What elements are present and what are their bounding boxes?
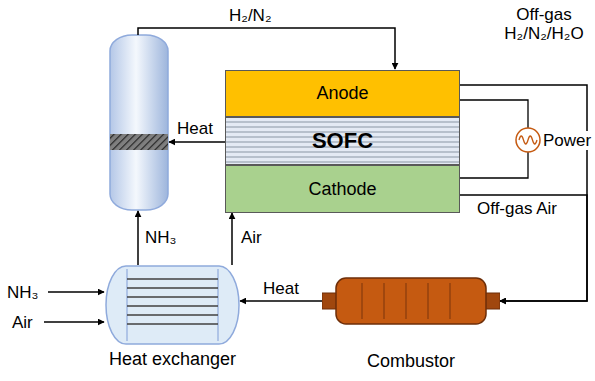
annotation-label: Heat [176,119,214,138]
node-label: Anode [316,83,368,104]
heat-exchanger: Heat exchanger [105,265,240,345]
input-arrow [44,321,104,323]
node-caption: Combustor [262,351,560,372]
load-symbol [516,128,540,152]
flow-connector [231,213,233,265]
electrolyte-layer: SOFC [225,117,460,165]
node-label: SOFC [312,128,373,154]
node-caption: Heat exchanger [45,349,300,370]
annotation-label: Air [11,313,34,332]
combustor: Combustor [322,277,500,325]
cathode-layer: Cathode [225,165,460,213]
flow-connector [240,300,322,302]
gas-line [138,28,395,69]
edge-label: Off-gas H₂/N₂/H₂O [494,5,594,43]
annotation-label: Power [542,131,592,150]
heat-exchanger-outline [105,265,240,345]
edge-label: Air [240,228,263,247]
annotation-label: H₂/N₂ [228,6,272,25]
catalyst-bed [110,134,168,150]
flow-connector [460,85,587,301]
edge-label: Heat [262,279,300,298]
annotation-label: NH₃ [144,228,177,247]
load-symbol-wave [519,136,537,144]
node-label: Cathode [308,179,376,200]
edge-label: Off-gas Air [474,199,560,218]
anode-layer: Anode [225,70,460,117]
gas-line [137,211,139,265]
heat-arrow [169,141,225,143]
reactor-vessel [110,35,168,210]
annotation-label: NH₃ [6,283,39,302]
combustor-outline [322,277,500,325]
input-arrow [48,291,104,293]
